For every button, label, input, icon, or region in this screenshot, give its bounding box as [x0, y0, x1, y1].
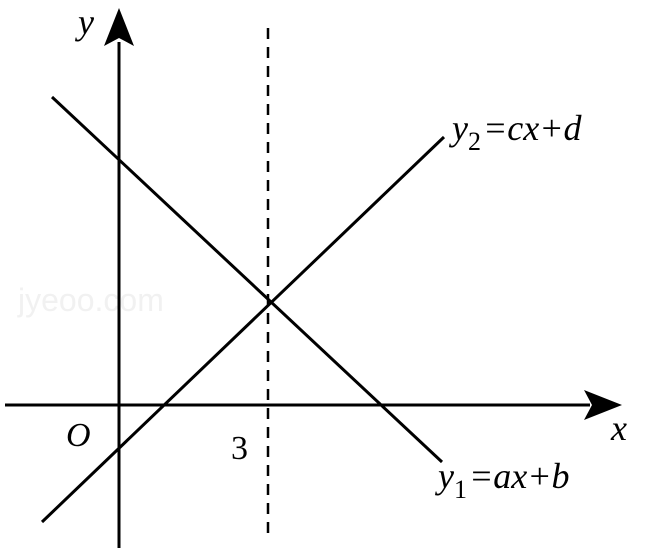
- line-y2: [40, 135, 446, 524]
- x-axis-arrowhead-icon: [584, 390, 622, 420]
- equation-y1-rhs: =ax+b: [469, 456, 570, 496]
- line-y1: [50, 95, 444, 464]
- equation-y1: y1=ax+b: [435, 456, 570, 504]
- origin-label: O: [66, 417, 91, 454]
- x-axis-label: x: [610, 408, 627, 448]
- equation-y2-symbol: y: [449, 108, 468, 148]
- x-tick-label-3: 3: [231, 430, 248, 467]
- y-axis: [104, 8, 134, 548]
- equation-y1-subscript: 1: [454, 475, 467, 504]
- y-axis-label: y: [75, 2, 94, 42]
- equation-y1-symbol: y: [435, 456, 454, 496]
- watermark-text: jyeoo.com: [17, 282, 164, 318]
- equation-y2-rhs: =cx+d: [483, 108, 583, 148]
- equation-y2: y2=cx+d: [449, 108, 583, 156]
- equation-y2-subscript: 2: [468, 127, 481, 156]
- x-axis: [5, 390, 622, 420]
- y-axis-arrowhead-icon: [104, 8, 134, 46]
